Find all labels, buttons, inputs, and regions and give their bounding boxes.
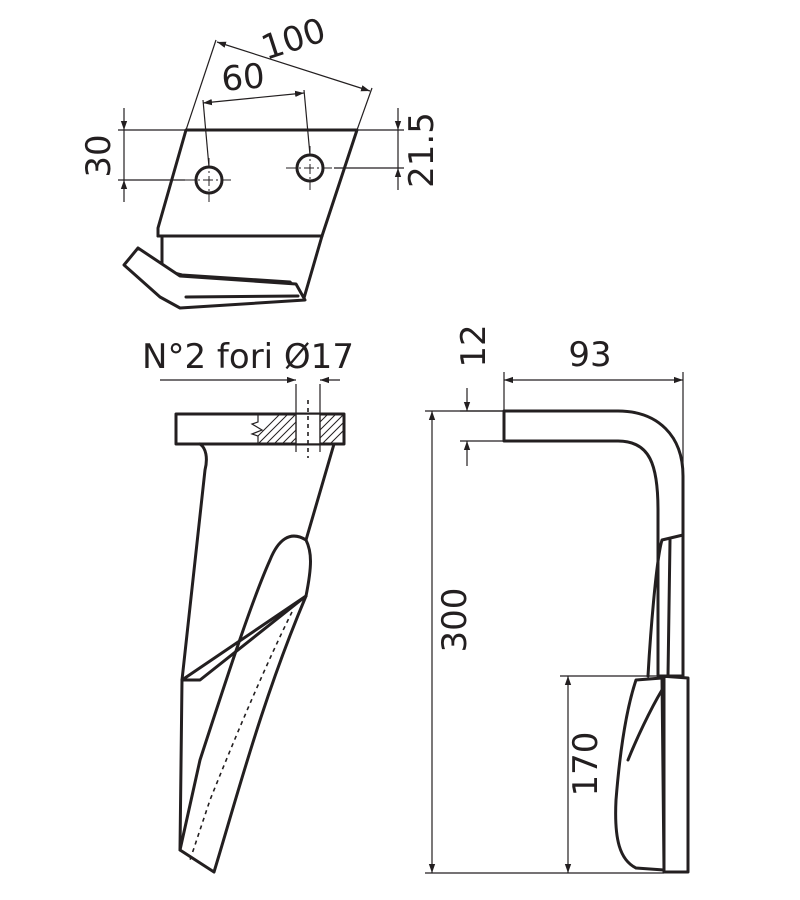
shank-front-face [178, 594, 308, 874]
mounting-plate-outline [156, 128, 359, 238]
blade-tip-outline [122, 246, 307, 310]
blade-edge-line [184, 294, 300, 299]
dim-label-100: 100 [257, 10, 331, 68]
dim-label-170: 170 [566, 732, 606, 797]
dim-label-21-5: 21.5 [402, 112, 442, 188]
side-blade-upper [646, 533, 685, 678]
blade-outline [180, 538, 312, 682]
flange-break-line [250, 414, 264, 444]
shank-outline [180, 442, 208, 682]
blade-upper-curve [178, 534, 308, 852]
holes-note-label: N°2 fori Ø17 [142, 337, 354, 377]
dim-line-60 [202, 90, 305, 106]
side-view: 12 93 300 170 [425, 324, 690, 874]
dim-label-300: 300 [435, 588, 475, 653]
dim-label-60: 60 [220, 56, 267, 100]
dim-label-12: 12 [454, 324, 494, 367]
shank-bent-outline [502, 409, 685, 678]
blade-sharpening-edge [180, 594, 308, 682]
dim-label-93: 93 [568, 335, 611, 375]
dim-line-100 [216, 41, 371, 92]
dim-label-30: 30 [79, 134, 119, 177]
top-view: 100 60 30 21.5 [79, 10, 442, 310]
front-view: N°2 fori Ø17 [142, 337, 354, 874]
side-blade-edge [614, 676, 666, 872]
